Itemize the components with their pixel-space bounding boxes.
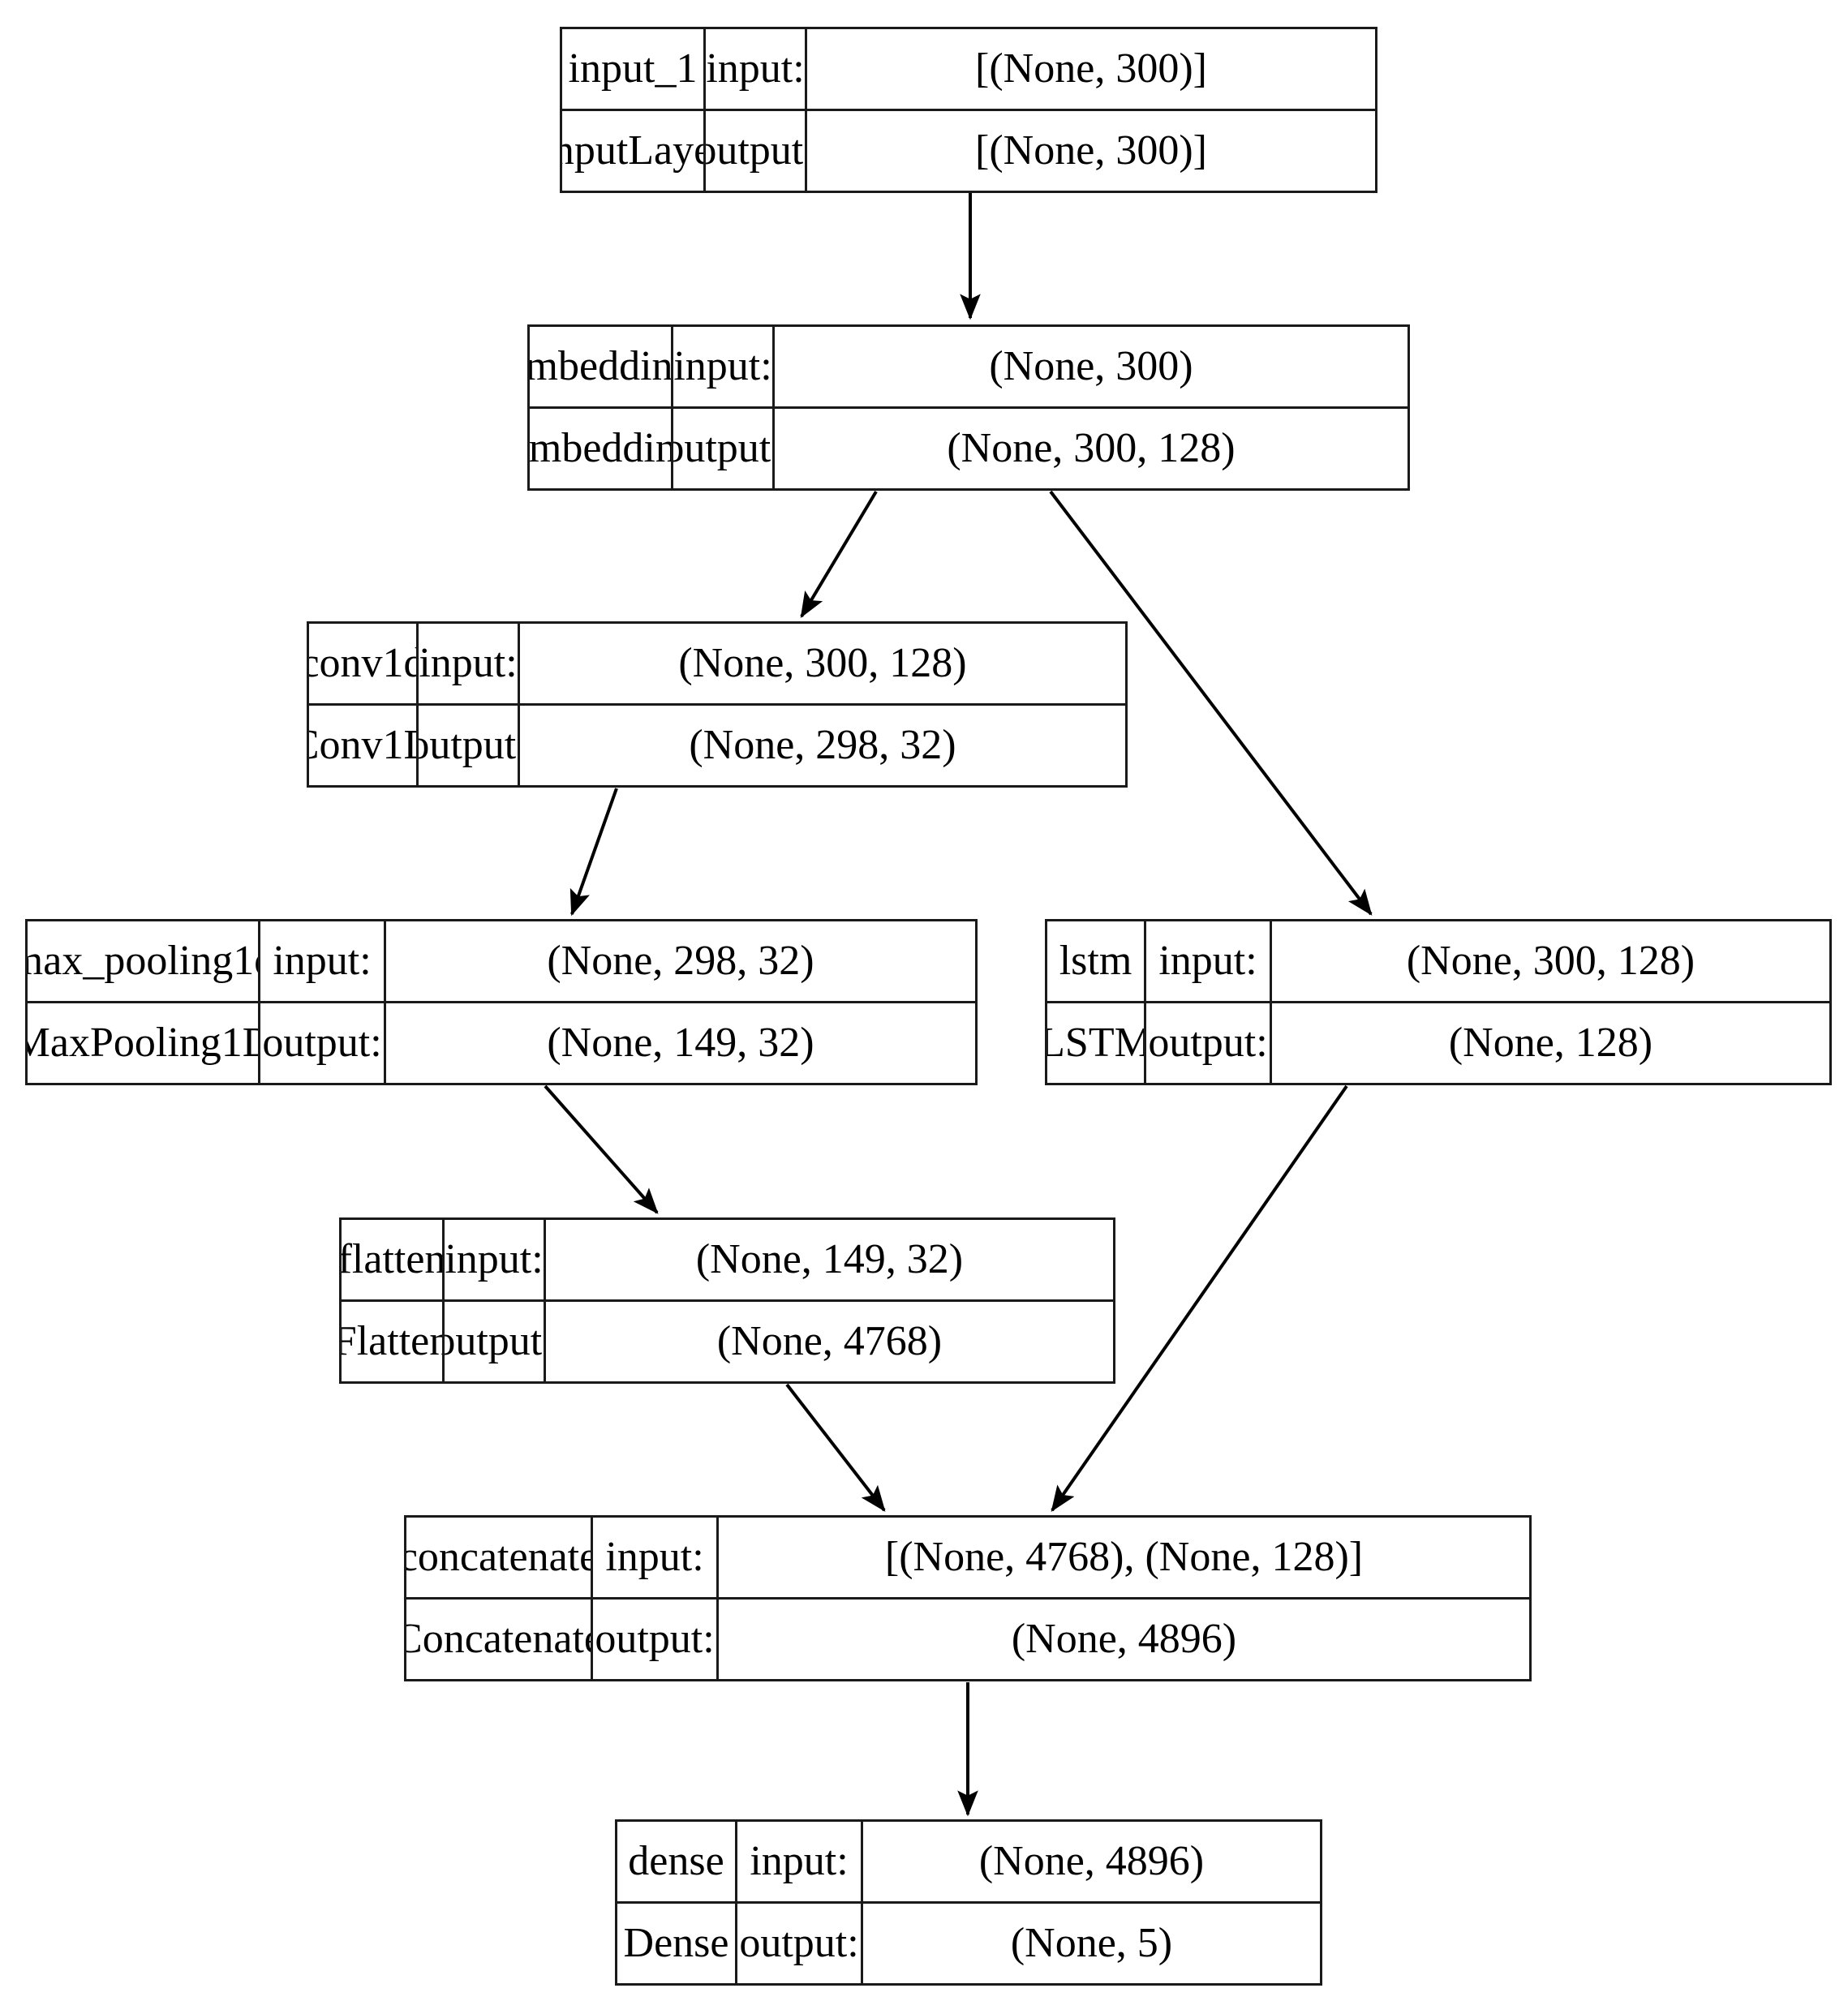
output-shape-value: (None, 5): [1010, 1920, 1173, 1966]
layer-class-label: Concatenate: [406, 1600, 593, 1679]
node-row-input: conv1dinput: (None, 300, 128): [309, 624, 1125, 706]
layer-class-label: Dense: [617, 1904, 737, 1983]
node-row-output: InputLayeroutput: [(None, 300)]: [562, 111, 1375, 191]
edge-embedding-to-conv1d: [800, 490, 878, 619]
output-shape-value: (None, 300, 128): [947, 425, 1236, 471]
node-row-output: Conv1Doutput: (None, 298, 32): [309, 706, 1125, 785]
output-port-label: output:: [445, 1302, 546, 1381]
edge-max_pooling1d-to-flatten: [544, 1084, 659, 1214]
input-port-label: input:: [445, 1220, 546, 1299]
node-row-output: Embeddingoutput: (None, 300, 128): [530, 409, 1407, 488]
layer-node-embedding[interactable]: embeddinginput: (None, 300) Embeddingoutpu…: [527, 324, 1410, 491]
input-port-label: input:: [1146, 921, 1272, 1001]
edge-flatten-to-concatenate: [785, 1383, 886, 1512]
input-shape-value: (None, 298, 32): [547, 938, 814, 984]
input-port-label: input:: [673, 327, 775, 406]
layer-name-label: conv1d: [309, 624, 419, 703]
output-port-label: output:: [673, 409, 775, 488]
node-row-input: embeddinginput: (None, 300): [530, 327, 1407, 409]
layer-name-label: concatenate: [406, 1518, 593, 1597]
input-port-label: input:: [260, 921, 386, 1001]
layer-class-label: InputLayer: [562, 111, 706, 191]
output-shape-value: (None, 4768): [716, 1318, 943, 1364]
layer-class-label: MaxPooling1D: [28, 1003, 260, 1083]
layer-class-label: LSTM: [1047, 1003, 1146, 1083]
layer-class-label: Conv1D: [309, 706, 419, 785]
node-row-output: Flattenoutput: (None, 4768): [342, 1302, 1113, 1381]
input-shape-value: (None, 149, 32): [695, 1236, 964, 1282]
layer-name-label: flatten: [342, 1220, 445, 1299]
layer-name-label: dense: [617, 1822, 737, 1901]
output-shape-value: [(None, 300)]: [975, 127, 1207, 174]
layer-node-conv1d[interactable]: conv1dinput: (None, 300, 128) Conv1Doutput…: [307, 621, 1128, 788]
layer-class-label: Flatten: [342, 1302, 445, 1381]
layer-node-max_pooling1d[interactable]: max_pooling1dinput: (None, 298, 32) MaxPoo…: [25, 919, 978, 1085]
input-shape-value: (None, 300, 128): [678, 640, 967, 686]
input-shape-value: (None, 300, 128): [1406, 938, 1695, 984]
node-row-output: LSTMoutput: (None, 128): [1047, 1003, 1829, 1083]
node-row-output: MaxPooling1Doutput: (None, 149, 32): [28, 1003, 975, 1083]
output-shape-value: (None, 4896): [1011, 1616, 1237, 1662]
input-port-label: input:: [737, 1822, 863, 1901]
layer-name-label: embedding: [530, 327, 673, 406]
layer-name-label: max_pooling1d: [28, 921, 260, 1001]
layer-name-label: input_1: [562, 29, 706, 109]
input-port-label: input:: [706, 29, 807, 109]
output-port-label: output:: [260, 1003, 386, 1083]
output-shape-value: (None, 298, 32): [689, 722, 956, 768]
edge-conv1d-to-max_pooling1d: [569, 788, 618, 917]
input-port-label: input:: [419, 624, 520, 703]
output-port-label: output:: [593, 1600, 719, 1679]
output-port-label: output:: [419, 706, 520, 785]
output-port-label: output:: [706, 111, 807, 191]
layer-class-label: Embedding: [530, 409, 673, 488]
input-shape-value: [(None, 4768), (None, 128)]: [884, 1534, 1364, 1580]
node-row-input: max_pooling1dinput: (None, 298, 32): [28, 921, 975, 1003]
layer-name-label: lstm: [1047, 921, 1146, 1001]
output-shape-value: (None, 149, 32): [547, 1020, 814, 1066]
input-port-label: input:: [593, 1518, 719, 1597]
output-port-label: output:: [737, 1904, 863, 1983]
input-shape-value: (None, 4896): [978, 1838, 1205, 1884]
input-shape-value: (None, 300): [989, 343, 1193, 389]
node-row-output: Concatenateoutput: (None, 4896): [406, 1600, 1529, 1679]
output-shape-value: (None, 128): [1448, 1020, 1653, 1066]
input-shape-value: [(None, 300)]: [975, 45, 1207, 92]
output-port-label: output:: [1146, 1003, 1272, 1083]
